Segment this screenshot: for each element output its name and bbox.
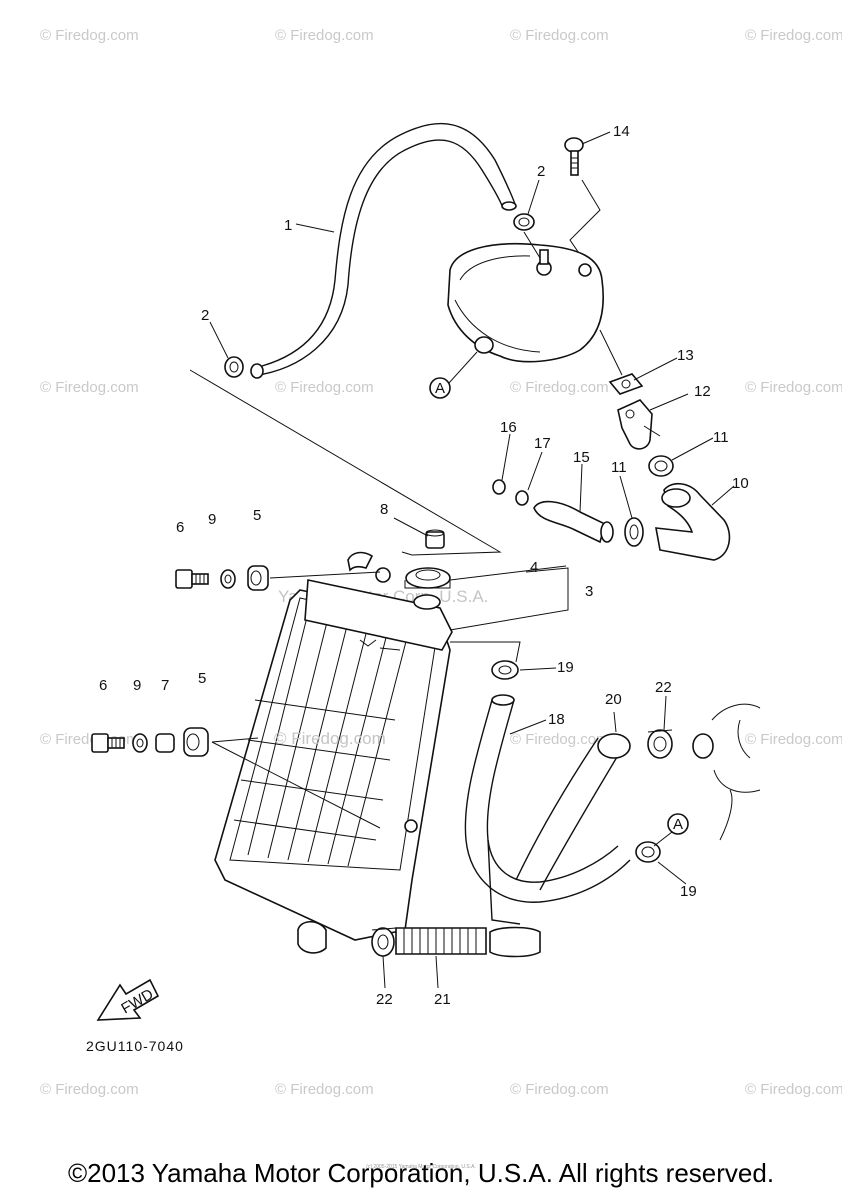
watermark: © Firedog.com bbox=[275, 27, 374, 44]
watermark: © Firedog.com bbox=[275, 379, 374, 396]
watermark: © Firedog.com bbox=[745, 379, 842, 396]
o-ring-16 bbox=[492, 479, 506, 495]
hose-15 bbox=[533, 500, 614, 544]
grommet-8 bbox=[425, 529, 445, 549]
leader-lines bbox=[189, 369, 569, 829]
callout-7: 7 bbox=[161, 677, 169, 694]
callout-22: 22 bbox=[376, 991, 393, 1008]
bolt-6-lower bbox=[91, 733, 125, 753]
hose-10 bbox=[655, 482, 731, 561]
callout-5: 5 bbox=[253, 507, 261, 524]
callout-1: 1 bbox=[284, 217, 292, 234]
watermark: © Firedog.com bbox=[40, 27, 139, 44]
callout-9: 9 bbox=[208, 511, 216, 528]
callout-18: 18 bbox=[548, 711, 565, 728]
tiny-notice: (c) 2005-2015 Yamaha Motor Corporation, … bbox=[366, 1164, 476, 1170]
callout-6: 6 bbox=[99, 677, 107, 694]
callout-19: 19 bbox=[680, 883, 697, 900]
watermark: © Firedog.com bbox=[745, 731, 842, 748]
clamp-2-upper bbox=[513, 213, 535, 231]
callout-leaders bbox=[209, 131, 735, 989]
o-ring-17 bbox=[515, 490, 529, 506]
reservoir-tank bbox=[447, 231, 623, 376]
gasket-13 bbox=[608, 373, 644, 395]
watermark: © Firedog.com bbox=[40, 1081, 139, 1098]
callout-15: 15 bbox=[573, 449, 590, 466]
callout-14: 14 bbox=[613, 123, 630, 140]
clamp-19-lower bbox=[635, 841, 661, 863]
ref-marker-a-lower: A bbox=[653, 813, 689, 847]
callout-19: 19 bbox=[557, 659, 574, 676]
callout-8: 8 bbox=[380, 501, 388, 518]
washer-9-upper bbox=[220, 569, 236, 589]
hose-21-corrugated bbox=[395, 926, 541, 958]
callout-2: 2 bbox=[201, 307, 209, 324]
ref-marker-label: A bbox=[673, 816, 683, 833]
clamp-22-right bbox=[647, 729, 673, 759]
washer-9-lower bbox=[132, 733, 148, 753]
watermark: © Firedog.com bbox=[745, 1081, 842, 1098]
callout-10: 10 bbox=[732, 475, 749, 492]
callout-numbers: 1 2 2 3 4 5 5 6 6 7 8 9 9 10 11 11 12 13… bbox=[99, 123, 749, 1008]
firedog-center-watermark: © Firedog.com bbox=[274, 729, 386, 748]
callout-11: 11 bbox=[713, 429, 729, 446]
clamp-11-upper bbox=[648, 455, 674, 477]
collar-7 bbox=[155, 733, 175, 753]
radiator-cap-4 bbox=[404, 567, 451, 589]
grommet-5-upper bbox=[247, 565, 269, 591]
callout-2: 2 bbox=[537, 163, 545, 180]
clamp-19-upper bbox=[491, 660, 519, 680]
clamp-2-lower bbox=[224, 356, 244, 378]
watermark: © Firedog.com bbox=[510, 27, 609, 44]
callout-20: 20 bbox=[605, 691, 622, 708]
hose-20 bbox=[515, 733, 631, 891]
fwd-arrow: FWD bbox=[96, 978, 160, 1021]
clamp-22-lower bbox=[371, 927, 397, 957]
hose-18 bbox=[464, 694, 631, 925]
callout-16: 16 bbox=[500, 419, 517, 436]
flange-12 bbox=[617, 399, 661, 450]
diagram-code: 2GU110-7040 bbox=[86, 1038, 184, 1054]
part-1-hose bbox=[250, 123, 517, 379]
radiator bbox=[214, 551, 453, 954]
ref-marker-a-upper: A bbox=[429, 351, 478, 399]
watermark: © Firedog.com bbox=[510, 731, 609, 748]
watermark: © Firedog.com bbox=[510, 1081, 609, 1098]
callout-5: 5 bbox=[198, 670, 206, 687]
grommet-5-lower bbox=[183, 727, 209, 757]
copyright-notice: ©2013 Yamaha Motor Corporation, U.S.A. A… bbox=[67, 1158, 775, 1188]
watermark: © Firedog.com bbox=[510, 379, 609, 396]
engine-outlet bbox=[692, 703, 761, 841]
callout-12: 12 bbox=[694, 383, 711, 400]
bolt-14 bbox=[564, 137, 601, 263]
callout-17: 17 bbox=[534, 435, 551, 452]
watermark: © Firedog.com bbox=[275, 1081, 374, 1098]
callout-6: 6 bbox=[176, 519, 184, 536]
callout-13: 13 bbox=[677, 347, 694, 364]
bolt-6-upper bbox=[175, 569, 209, 589]
watermark: © Firedog.com bbox=[40, 379, 139, 396]
ref-marker-label: A bbox=[435, 380, 445, 397]
callout-22: 22 bbox=[655, 679, 672, 696]
watermark: © Firedog.com bbox=[745, 27, 842, 44]
callout-21: 21 bbox=[434, 991, 451, 1008]
callout-11: 11 bbox=[611, 459, 627, 476]
callout-4: 4 bbox=[530, 559, 538, 576]
callout-3: 3 bbox=[585, 583, 593, 600]
callout-9: 9 bbox=[133, 677, 141, 694]
clamp-11-lower bbox=[624, 517, 644, 547]
